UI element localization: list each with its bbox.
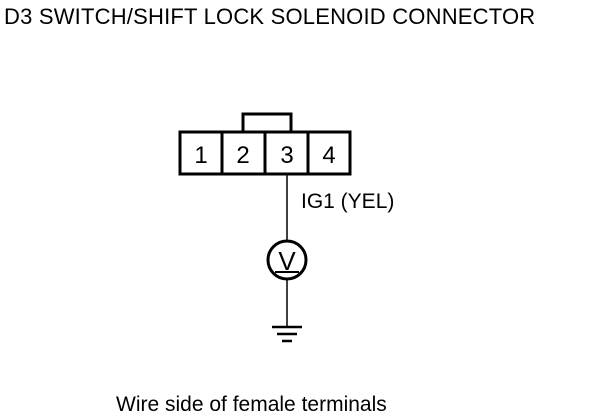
pin-4-label: 4 xyxy=(322,142,335,169)
diagram-title: D3 SWITCH/SHIFT LOCK SOLENOID CONNECTOR xyxy=(4,4,536,29)
wire-label: IG1 (YEL) xyxy=(301,190,394,213)
pin-3-label: 3 xyxy=(280,142,293,169)
diagram-caption: Wire side of female terminals xyxy=(116,393,387,416)
connector-lock-tab xyxy=(241,112,293,132)
voltmeter-symbol: V xyxy=(278,246,296,276)
ground-icon xyxy=(272,325,302,343)
connector xyxy=(178,112,352,176)
pin-2-label: 2 xyxy=(236,142,249,169)
voltmeter-icon: V xyxy=(266,239,308,281)
pin-1-label: 1 xyxy=(194,142,207,169)
